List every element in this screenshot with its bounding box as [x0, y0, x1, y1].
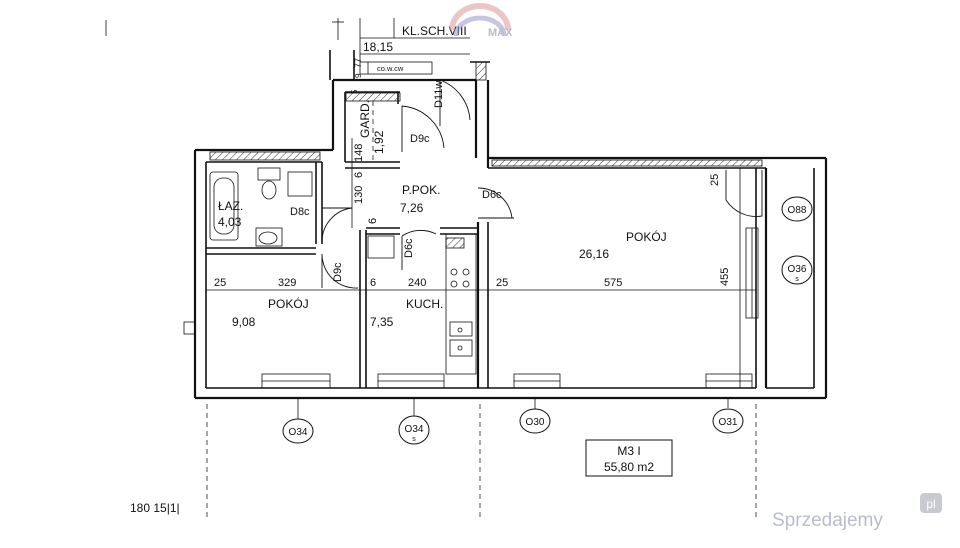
staircase-header [329, 18, 470, 80]
room-ppok-name: P.POK. [402, 183, 440, 197]
room-pokoj-large-name: POKÓJ [626, 229, 667, 244]
wall-hatch-bath [209, 151, 321, 161]
door-swing-small-room [321, 253, 359, 289]
room-pokoj-small-name: POKÓJ [268, 296, 309, 311]
room-kuch-name: KUCH. [406, 297, 443, 311]
washing-machine-spot [287, 171, 313, 197]
room-pokoj-large-area: 26,16 [579, 247, 609, 261]
dim-455: 455 [719, 268, 731, 286]
dim-329: 329 [278, 277, 296, 289]
unit-type: M3 I [617, 444, 640, 458]
tag-o31 [712, 408, 744, 434]
door-swing-balcony [725, 170, 763, 217]
room-gard-name: GARD. [358, 100, 372, 138]
tag-o30-label: O30 [526, 417, 545, 428]
unit-info-box [585, 439, 673, 477]
watermark-badge-text: pl [926, 497, 935, 511]
outer-walls [193, 78, 828, 400]
grid-axes [206, 398, 757, 520]
tag-o88-label: O88 [788, 205, 807, 216]
tag-o31-label: O31 [719, 417, 738, 428]
duct-label: co.w.cw [377, 64, 404, 73]
dim-6a: 6 [353, 172, 365, 178]
door-d8c: D8c [290, 206, 310, 218]
tag-o34b [398, 415, 430, 445]
unit-area: 55,80 m2 [604, 460, 654, 474]
door-d6c-kitchen: D6c [403, 238, 415, 258]
door-swing-bath [321, 207, 353, 243]
watermark-badge [920, 493, 942, 513]
footer-code: 180 15|1| [130, 501, 180, 515]
tag-o88 [781, 196, 813, 222]
door-swing-d11 [439, 79, 471, 126]
tag-o34a-label: O34 [289, 427, 308, 438]
dim-77: 77 [353, 58, 363, 68]
door-swing-room [477, 187, 514, 219]
toilet [257, 167, 281, 200]
door-d9c-room: D9c [332, 262, 344, 282]
dim-small: 5 [350, 89, 359, 94]
washbasin [255, 227, 283, 247]
room-pokoj-small-area: 9,08 [232, 315, 256, 329]
tag-o36-label: O36 [788, 264, 807, 275]
tag-o36-sub: s [795, 276, 799, 283]
staircase-area: 18,15 [363, 40, 393, 54]
dim-25-left: 25 [214, 277, 226, 289]
kitchen-counter [445, 233, 477, 375]
room-laz-name: ŁAZ. [218, 199, 243, 213]
wall-bump [183, 321, 196, 335]
hall-cabinet [367, 235, 395, 259]
dim-25-mid: 25 [496, 277, 508, 289]
dim-240: 240 [408, 277, 426, 289]
bathtub [209, 171, 239, 241]
tag-o30 [519, 408, 551, 434]
dim-6b: 6 [367, 218, 379, 224]
room-kuch-area: 7,35 [370, 315, 394, 329]
door-d6c-room: D6c [482, 189, 502, 201]
tag-o34b-label: O34 [405, 424, 424, 435]
dim-6c: 6 [370, 277, 376, 289]
dim-130: 130 [353, 186, 365, 204]
tag-o34a [282, 418, 314, 444]
dim-25-top: 25 [709, 174, 721, 186]
watermark-logo [449, 3, 511, 37]
wall-hatch-room [491, 159, 763, 167]
door-swing-gard [401, 105, 445, 152]
room-ppok-area: 7,26 [400, 201, 424, 215]
watermark-brand: Sprzedajemy [772, 510, 883, 531]
door-d9c-gard: D9c [410, 133, 430, 145]
tag-o36 [781, 255, 813, 285]
dim-575: 575 [604, 277, 622, 289]
door-d11w: D11w [433, 81, 445, 108]
windows [261, 227, 759, 389]
dim-9: 9 [354, 73, 363, 78]
room-laz-area: 4,03 [218, 215, 242, 229]
vent-column [470, 61, 490, 81]
room-gard-area: 1,92 [372, 130, 386, 154]
tag-o34b-sub: s [412, 436, 416, 443]
interior-walls [206, 92, 489, 388]
dim-148: 148 [353, 144, 365, 162]
door-swing-kitchen [401, 229, 437, 270]
watermark-top-text: MAX [488, 27, 513, 39]
